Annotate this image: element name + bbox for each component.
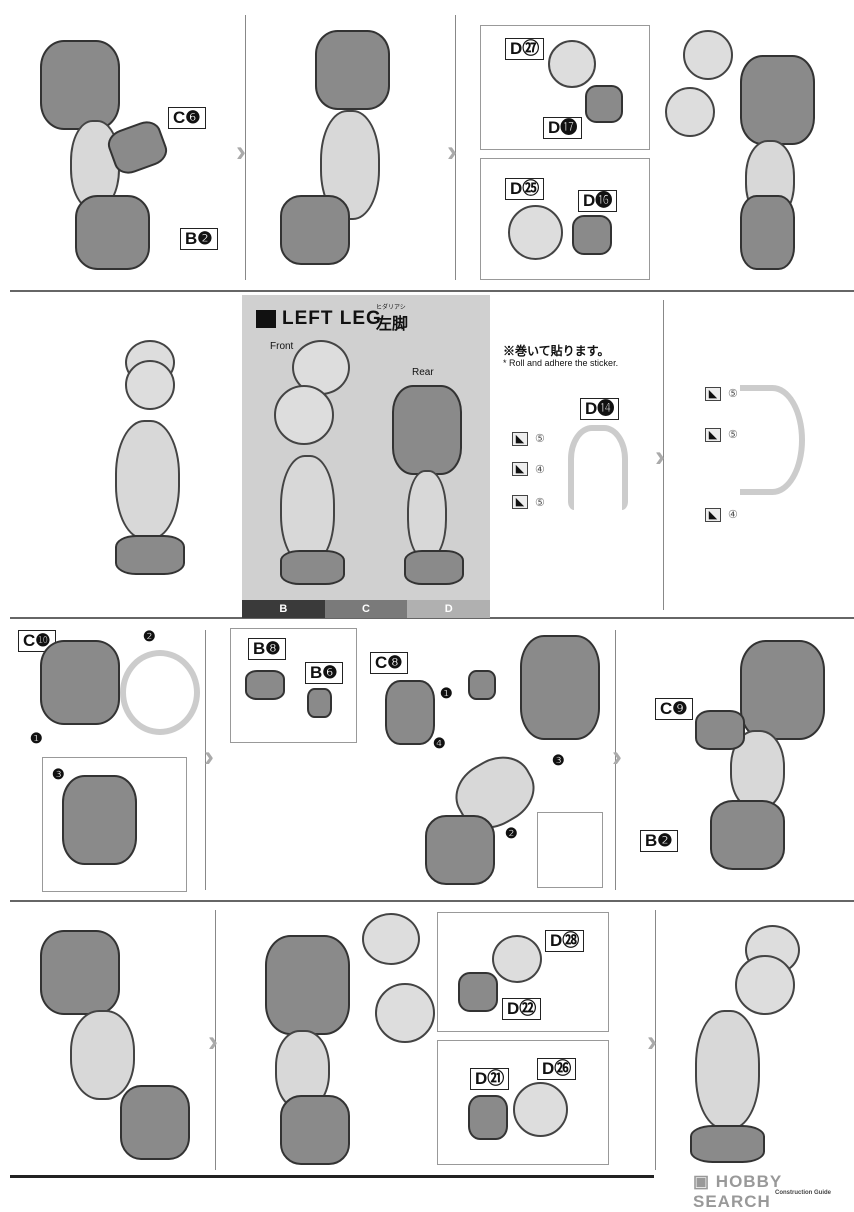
sphere-part: [548, 40, 596, 88]
part-label: D⓰: [578, 190, 618, 212]
rear-label: Rear: [412, 367, 434, 378]
step-arrow-icon: ›: [204, 740, 214, 773]
step-number: ❶: [30, 730, 43, 746]
row-divider: [10, 1175, 654, 1178]
left-leg-panel: LEFT LEG ヒダリアシ 左脚 Front Rear B C D: [242, 295, 491, 618]
row-divider: [10, 900, 854, 902]
col-divider: [245, 15, 246, 280]
hobby-search-logo-icon: ▣: [693, 1172, 716, 1191]
step-number: ❸: [52, 766, 65, 782]
part-label: B❷: [640, 830, 678, 852]
part-label: D㉗: [505, 38, 545, 60]
sticker-number: ④: [728, 509, 738, 521]
sphere-part: [492, 935, 542, 983]
sticker-note-en: * Roll and adhere the sticker.: [503, 358, 619, 368]
sticker-icon: ◣: [512, 495, 528, 509]
color-d: D: [407, 600, 491, 618]
joint-part: [307, 688, 332, 718]
sticker-number: ⑤: [728, 429, 738, 441]
part-label: C❽: [370, 652, 408, 674]
frame-part: [120, 650, 200, 735]
part-label: D㉒: [502, 998, 542, 1020]
step-arrow-icon: ›: [647, 1025, 657, 1058]
sticker-number: ⑤: [728, 388, 738, 400]
row-divider: [10, 290, 854, 292]
col-divider: [655, 910, 656, 1170]
color-b: B: [242, 600, 325, 618]
sticker-number: ⑤: [535, 497, 545, 509]
sticker-number: ④: [535, 464, 545, 476]
part-label: D㉑: [470, 1068, 510, 1090]
socket-part: [572, 215, 612, 255]
socket-part: [585, 85, 623, 123]
sphere-part: [508, 205, 563, 260]
step-arrow-icon: ›: [655, 440, 665, 473]
sticker-note-jp: ※巻いて貼ります。: [503, 344, 610, 358]
sticker-number: ⑤: [535, 433, 545, 445]
detail-box: [480, 158, 650, 280]
front-label: Front: [270, 341, 294, 352]
socket-part: [458, 972, 498, 1012]
part-label: D⓮: [580, 398, 620, 420]
row-divider: [10, 617, 854, 619]
sticker-icon: ◣: [705, 508, 721, 522]
sphere-part: [513, 1082, 568, 1137]
shell-part: [62, 775, 137, 865]
part-label: D㉘: [545, 930, 585, 952]
joint-part: [245, 670, 285, 700]
sticker-icon: ◣: [512, 432, 528, 446]
panel-title-jp: 左脚: [376, 316, 409, 333]
frame-part: [568, 425, 628, 510]
col-divider: [205, 630, 206, 890]
step-arrow-icon: ›: [612, 740, 622, 773]
step-arrow-icon: ›: [208, 1025, 218, 1058]
part-label: D㉕: [505, 178, 545, 200]
footer-sub: Construction Guide: [775, 1190, 831, 1196]
part-label: C❾: [655, 698, 693, 720]
title-square-icon: [256, 310, 276, 328]
frame-part: [740, 385, 805, 495]
shell-part: [40, 640, 120, 725]
socket-part: [468, 1095, 508, 1140]
color-c: C: [324, 600, 408, 618]
part-label: B❷: [180, 228, 218, 250]
part-label: D⓱: [543, 117, 583, 139]
part-label: D㉖: [537, 1058, 577, 1080]
step-number: ❶: [440, 685, 453, 701]
panel-title-ruby: ヒダリアシ: [376, 305, 406, 311]
sticker-icon: ◣: [705, 428, 721, 442]
step-number: ❷: [505, 825, 518, 841]
joint-part: [468, 670, 496, 700]
color-bar: B C D: [242, 600, 491, 618]
part-label: C❻: [168, 107, 206, 129]
part-label: B❽: [248, 638, 286, 660]
step-arrow-icon: ›: [236, 135, 246, 168]
panel-title: LEFT LEG: [282, 308, 382, 329]
step-number: ❷: [143, 628, 156, 644]
col-divider: [215, 910, 216, 1170]
step-number: ❹: [433, 735, 446, 751]
sticker-icon: ◣: [705, 387, 721, 401]
sticker-icon: ◣: [512, 462, 528, 476]
sphere-part: [683, 30, 733, 80]
shell-part: [385, 680, 435, 745]
col-divider: [615, 630, 616, 890]
detail-box: [537, 812, 603, 888]
part-label: B❻: [305, 662, 343, 684]
col-divider: [663, 300, 664, 610]
step-number: ❸: [552, 752, 565, 768]
col-divider: [455, 15, 456, 280]
sphere-part: [665, 87, 715, 137]
step-arrow-icon: ›: [447, 135, 457, 168]
